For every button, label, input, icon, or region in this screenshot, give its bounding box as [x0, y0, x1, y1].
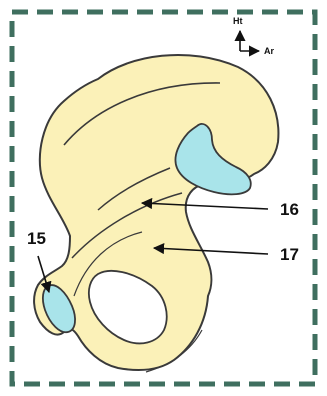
up-axis-label: Ht	[233, 16, 243, 26]
orientation-indicator: Ht Ar	[233, 16, 274, 56]
label-16: 16	[280, 200, 299, 219]
label-15: 15	[27, 229, 46, 248]
callout-15: 15	[27, 229, 49, 292]
right-axis-label: Ar	[264, 46, 274, 56]
label-17: 17	[280, 245, 299, 264]
